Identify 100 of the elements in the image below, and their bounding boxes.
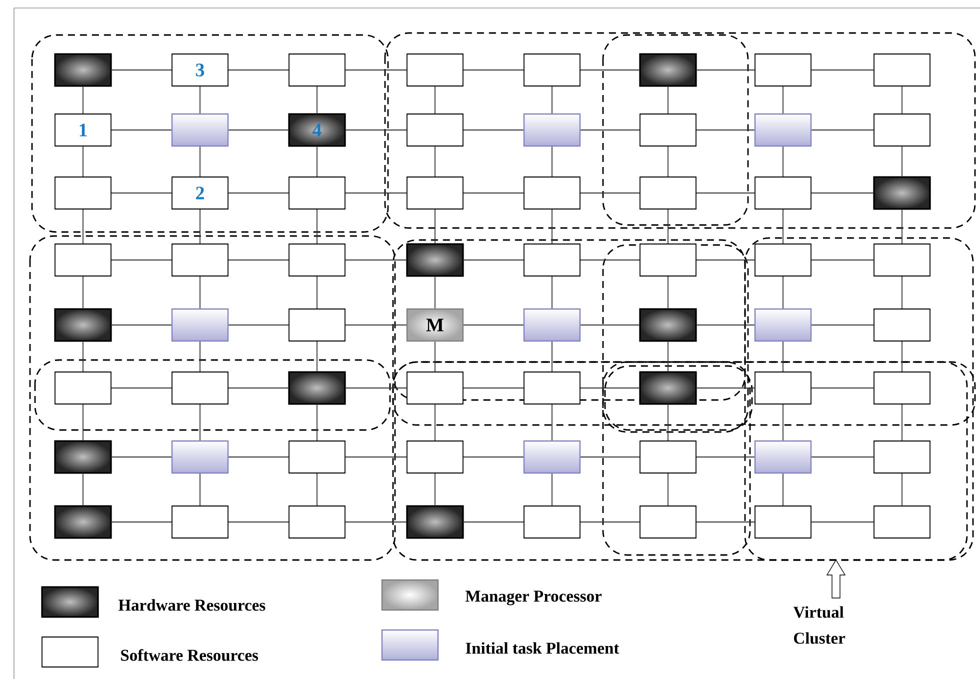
- connector-line: [434, 209, 436, 244]
- software-box: 1: [54, 114, 112, 146]
- software-box: [874, 372, 930, 404]
- connector-line: [782, 276, 784, 309]
- connector-line: [782, 404, 784, 441]
- task-box: [171, 113, 229, 147]
- software-box: [524, 176, 580, 210]
- connector-line: [463, 456, 524, 458]
- hardware-box: [406, 243, 464, 277]
- hardware-box: [288, 371, 346, 405]
- connector-line: [696, 456, 755, 458]
- software-box: [54, 244, 112, 276]
- connector-line: [111, 192, 172, 194]
- hardware-box: [639, 308, 697, 342]
- software-box: [288, 308, 346, 342]
- connector-line: [316, 473, 318, 506]
- connector-line: [434, 86, 436, 114]
- connector-line: [316, 404, 318, 441]
- software-box: [172, 506, 228, 538]
- software-box: [640, 176, 696, 210]
- software-box: [874, 308, 930, 342]
- hardware-box: [54, 53, 112, 87]
- connector-line: [782, 473, 784, 506]
- connector-line: [580, 324, 640, 326]
- software-box: [874, 506, 930, 538]
- software-box: [874, 54, 930, 86]
- hardware-box: [54, 505, 112, 539]
- connector-line: [811, 192, 874, 194]
- hardware-box: [639, 53, 697, 87]
- connector-line: [696, 192, 755, 194]
- connector-line: [316, 86, 318, 114]
- software-box: [288, 506, 346, 538]
- connector-line: [434, 146, 436, 177]
- connector-line: [111, 324, 172, 326]
- software-box: [406, 440, 464, 474]
- connector-line: [782, 209, 784, 244]
- task-box: [523, 113, 581, 147]
- cluster-label: Virtual Cluster: [793, 606, 846, 644]
- connector-line: [463, 192, 524, 194]
- hardware-box: [639, 371, 697, 405]
- task-box: [754, 440, 812, 474]
- connector-line: [228, 192, 289, 194]
- software-box: [406, 176, 464, 210]
- software-box: [406, 54, 464, 86]
- connector-line: [316, 276, 318, 309]
- connector-line: [82, 473, 84, 506]
- connector-line: [434, 404, 436, 441]
- connector-line: [316, 146, 318, 177]
- connector-line: [345, 456, 407, 458]
- software-box: [754, 506, 812, 538]
- connector-line: [111, 456, 172, 458]
- software-box: [754, 372, 812, 404]
- software-box: [406, 372, 464, 404]
- task-box: [171, 440, 229, 474]
- connector-line: [82, 209, 84, 244]
- software-box: [172, 244, 228, 276]
- software-box: [640, 506, 696, 538]
- hardware-box: [873, 176, 931, 210]
- software-box: [288, 54, 346, 86]
- task-box: [171, 308, 229, 342]
- software-box: [640, 114, 696, 146]
- connector-line: [345, 324, 407, 326]
- software-box: [524, 244, 580, 276]
- hardware-box: 4: [288, 113, 346, 147]
- software-box: [640, 244, 696, 276]
- connector-line: [316, 209, 318, 244]
- software-box: [874, 244, 930, 276]
- connector-line: [228, 324, 289, 326]
- connector-line: [434, 276, 436, 309]
- connector-line: [696, 324, 755, 326]
- software-box: [754, 54, 812, 86]
- software-box: [288, 176, 346, 210]
- software-box: [54, 372, 112, 404]
- legend-label: Software Resources: [121, 649, 258, 661]
- task-box: [523, 308, 581, 342]
- task-box: [754, 113, 812, 147]
- task-box: [754, 308, 812, 342]
- connector-line: [228, 456, 289, 458]
- hardware-box: [54, 440, 112, 474]
- software-box: 3: [172, 54, 228, 86]
- software-box: [874, 440, 930, 474]
- software-box: [754, 244, 812, 276]
- connector-line: [316, 341, 318, 372]
- connector-line: [82, 86, 84, 114]
- manager-box: M: [406, 308, 464, 342]
- hardware-box: [54, 308, 112, 342]
- connector-line: [82, 404, 84, 441]
- connector-line: [463, 324, 524, 326]
- software-box: [406, 114, 464, 146]
- software-box: [640, 440, 696, 474]
- software-box: [754, 176, 812, 210]
- software-box: [288, 440, 346, 474]
- software-box: [524, 506, 580, 538]
- software-box: [172, 372, 228, 404]
- connector-line: [82, 341, 84, 372]
- task-box: [523, 440, 581, 474]
- connector-line: [811, 456, 874, 458]
- legend-label: Hardware Resources: [118, 599, 266, 611]
- connector-line: [82, 276, 84, 309]
- legend-label: Initial task Placement: [466, 642, 620, 654]
